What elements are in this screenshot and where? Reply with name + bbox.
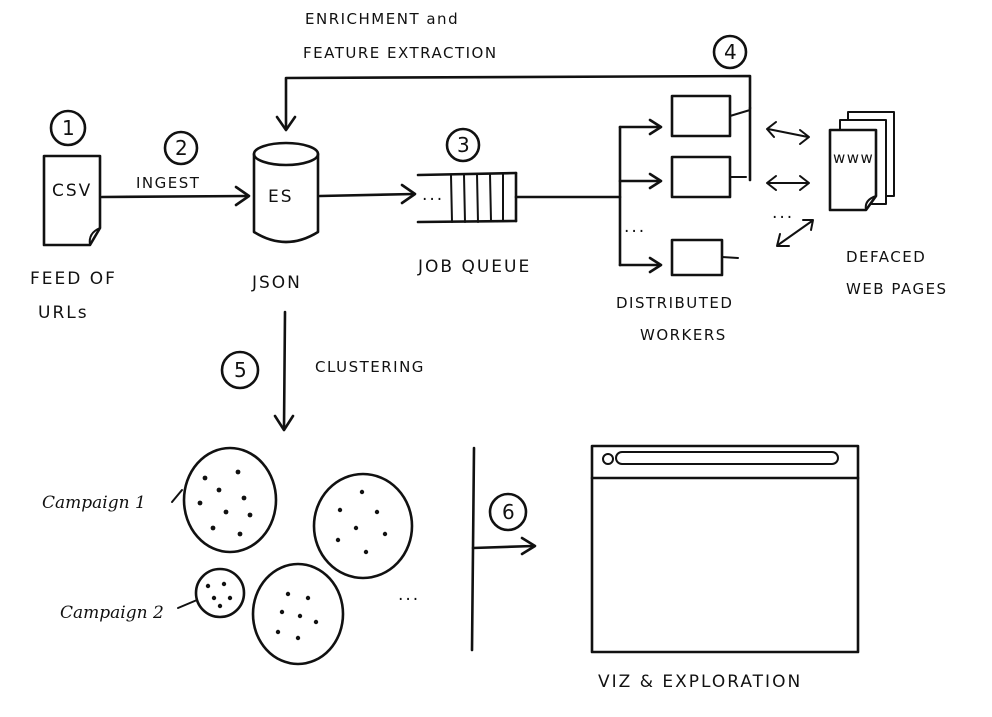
browser-window-icon xyxy=(590,444,860,654)
enrichment-label-line2: FEATURE EXTRACTION xyxy=(303,44,498,62)
feed-label-line2: URLs xyxy=(38,303,89,323)
ingest-label: INGEST xyxy=(136,174,200,192)
web-pages-stack-icon xyxy=(828,111,895,212)
defaced-label-line2: WEB PAGES xyxy=(846,280,948,298)
ingest-arrow xyxy=(100,185,251,207)
worker-box-3 xyxy=(670,238,739,277)
job-queue-icon xyxy=(416,171,518,224)
cluster-3 xyxy=(312,472,414,580)
step-3-circle xyxy=(445,127,481,163)
job-queue-label: JOB QUEUE xyxy=(417,257,531,277)
enrichment-label-line1: ENRICHMENT and xyxy=(305,10,459,28)
step-3-number: 3 xyxy=(457,133,470,157)
clusters-dots: ... xyxy=(398,585,420,605)
www-label: www xyxy=(833,149,874,167)
clustering-label: CLUSTERING xyxy=(315,358,425,376)
step-4-number: 4 xyxy=(724,40,737,64)
es-database-icon xyxy=(252,141,320,244)
campaign-1-label: Campaign 1 xyxy=(42,493,146,513)
step-5-circle xyxy=(220,350,260,390)
csv-label: CSV xyxy=(52,181,92,201)
clustering-arrow xyxy=(273,310,295,432)
step-1-number: 1 xyxy=(62,116,75,140)
cluster-campaign-2 xyxy=(194,567,246,619)
workers-dots: ... xyxy=(624,217,646,237)
step-4-circle xyxy=(712,34,748,70)
csv-file-icon xyxy=(42,154,102,247)
cluster-campaign-1 xyxy=(182,446,278,554)
cluster-4 xyxy=(251,562,345,666)
workers-label-line1: DISTRIBUTED xyxy=(616,294,733,312)
queue-to-workers-arrows xyxy=(514,118,663,274)
es-label: ES xyxy=(268,187,294,207)
step-2-number: 2 xyxy=(175,136,188,160)
defaced-label-line1: DEFACED xyxy=(846,248,926,266)
step-1-circle xyxy=(49,109,87,147)
worker-box-2 xyxy=(670,155,747,199)
viz-arrow xyxy=(471,536,537,556)
step-2-circle xyxy=(163,130,199,166)
campaign-2-pointer xyxy=(177,599,198,609)
queue-dots: ... xyxy=(422,185,444,205)
enrichment-feedback-arrow xyxy=(275,74,752,132)
viz-label: VIZ & EXPLORATION xyxy=(598,672,802,692)
pages-dots: ... xyxy=(772,203,794,223)
bidirectional-arrows xyxy=(766,121,814,247)
json-label: JSON xyxy=(251,273,302,293)
step-6-circle xyxy=(488,492,528,532)
workers-label-line2: WORKERS xyxy=(640,326,727,344)
campaign-1-pointer xyxy=(171,489,183,503)
step-5-number: 5 xyxy=(234,358,247,382)
step-6-number: 6 xyxy=(502,500,515,524)
feed-label-line1: FEED OF xyxy=(30,269,117,289)
campaign-2-label: Campaign 2 xyxy=(60,603,164,623)
worker-box-1 xyxy=(670,94,751,138)
es-to-queue-arrow xyxy=(318,183,417,205)
